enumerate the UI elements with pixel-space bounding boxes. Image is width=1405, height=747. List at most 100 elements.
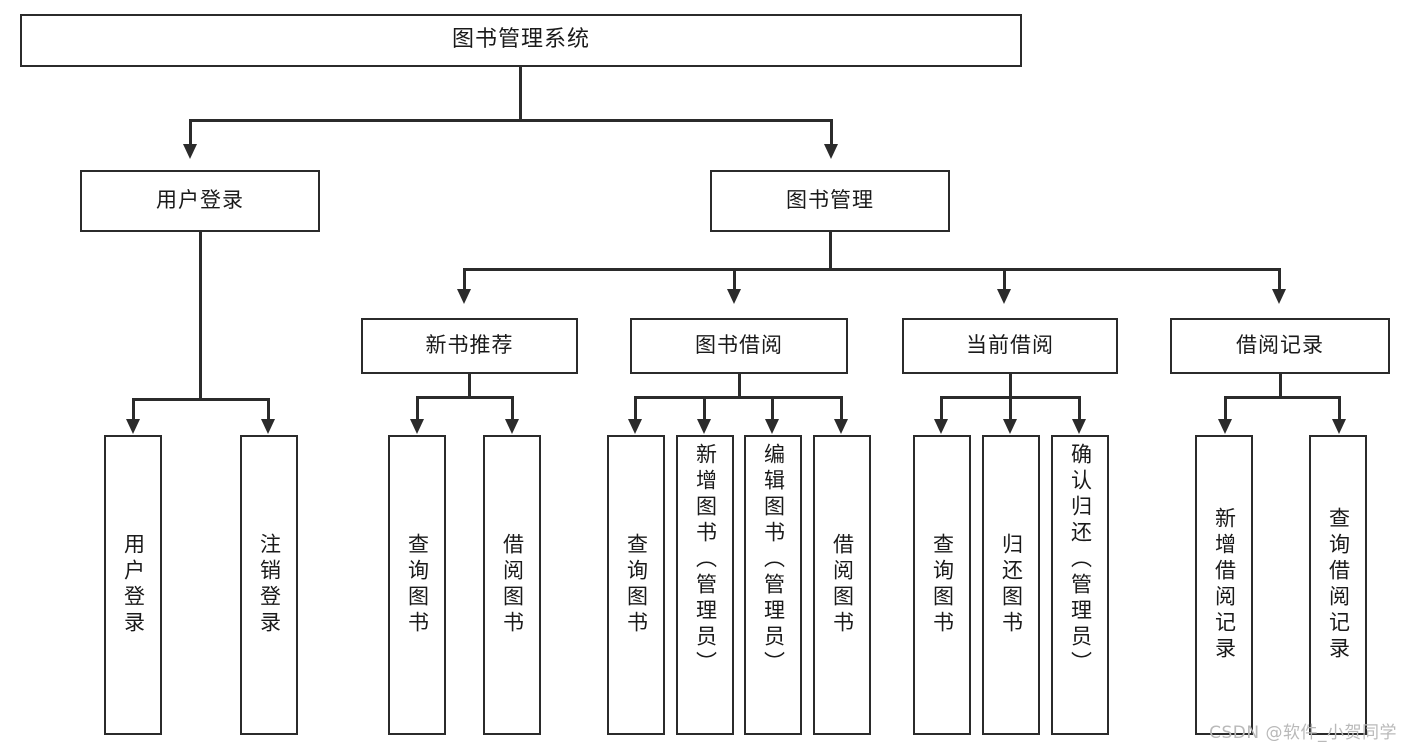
leaf-text-wrap: 归还图书	[984, 437, 1038, 733]
arrow-user-login	[183, 144, 197, 159]
leaf-query-borrow-record[interactable]: 查询借阅记录	[1309, 435, 1367, 735]
connector-to-new-book	[463, 268, 466, 290]
leaf-query-book-current[interactable]: 查询图书	[913, 435, 971, 735]
leaf-label: 确认归还（管理员）	[1068, 443, 1093, 677]
node-root-book-management-system[interactable]: 图书管理系统	[20, 14, 1022, 67]
leaf-label: 新增借阅记录	[1212, 507, 1237, 663]
leaf-label: 借阅图书	[830, 533, 855, 637]
connector-book-borrow-leaf2	[703, 396, 706, 420]
arrow-book-borrow	[727, 289, 741, 304]
arrow-borrow-record	[1272, 289, 1286, 304]
leaf-label: 查询图书	[624, 533, 649, 637]
arrow-current-borrow	[997, 289, 1011, 304]
node-current-borrow[interactable]: 当前借阅	[902, 318, 1118, 374]
leaf-label: 借阅图书	[500, 533, 525, 637]
connector-book-borrow-down	[738, 374, 741, 398]
arrow-leaf-borrow-book-2	[834, 419, 848, 434]
arrow-leaf-borrow-book-1	[505, 419, 519, 434]
leaf-borrow-book-new[interactable]: 借阅图书	[483, 435, 541, 735]
arrow-leaf-edit-book	[765, 419, 779, 434]
connector-borrow-record-down	[1279, 374, 1282, 398]
leaf-label: 查询借阅记录	[1326, 507, 1351, 663]
connector-book-borrow-leaf1	[634, 396, 637, 420]
node-label: 新书推荐	[425, 333, 514, 358]
connector-to-user-login	[189, 119, 192, 145]
leaf-text-wrap: 借阅图书	[815, 437, 869, 733]
leaf-text-wrap: 用户登录	[106, 437, 160, 733]
arrow-leaf-user-login	[126, 419, 140, 434]
leaf-text-wrap: 编辑图书（管理员）	[746, 437, 800, 739]
node-book-management[interactable]: 图书管理	[710, 170, 950, 232]
arrow-leaf-query-book-2	[628, 419, 642, 434]
leaf-label: 查询图书	[405, 533, 430, 637]
node-user-login[interactable]: 用户登录	[80, 170, 320, 232]
arrow-leaf-query-record	[1332, 419, 1346, 434]
connector-user-login-leaf1	[132, 398, 135, 420]
node-label: 图书借阅	[695, 333, 783, 358]
connector-to-book-borrow	[733, 268, 736, 290]
arrow-leaf-add-book	[697, 419, 711, 434]
leaf-text-wrap: 查询图书	[390, 437, 444, 733]
arrow-leaf-query-book-1	[410, 419, 424, 434]
connector-book-borrow-bus	[634, 396, 842, 399]
connector-current-borrow-leaf2	[1009, 396, 1012, 420]
leaf-text-wrap: 新增借阅记录	[1197, 437, 1251, 733]
leaf-text-wrap: 确认归还（管理员）	[1053, 437, 1107, 739]
connector-level3-bus	[463, 268, 1281, 271]
leaf-text-wrap: 新增图书（管理员）	[678, 437, 732, 739]
leaf-text-wrap: 查询借阅记录	[1311, 437, 1365, 733]
leaf-edit-book-admin[interactable]: 编辑图书（管理员）	[744, 435, 802, 735]
leaf-label: 注销登录	[257, 533, 282, 637]
leaf-confirm-return-admin[interactable]: 确认归还（管理员）	[1051, 435, 1109, 735]
connector-to-current-borrow	[1003, 268, 1006, 290]
arrow-book-management	[824, 144, 838, 159]
leaf-text-wrap: 查询图书	[915, 437, 969, 733]
leaf-add-book-admin[interactable]: 新增图书（管理员）	[676, 435, 734, 735]
leaf-user-login[interactable]: 用户登录	[104, 435, 162, 735]
connector-user-login-bus	[132, 398, 269, 401]
connector-current-borrow-leaf3	[1078, 396, 1081, 420]
connector-to-book-management	[830, 119, 833, 145]
connector-user-login-down	[199, 232, 202, 400]
connector-level2-bus	[189, 119, 832, 122]
arrow-leaf-logout	[261, 419, 275, 434]
leaf-add-borrow-record[interactable]: 新增借阅记录	[1195, 435, 1253, 735]
connector-borrow-record-leaf2	[1338, 396, 1341, 420]
arrow-leaf-confirm-return	[1072, 419, 1086, 434]
leaf-label: 归还图书	[999, 533, 1024, 637]
leaf-query-book-new[interactable]: 查询图书	[388, 435, 446, 735]
connector-to-borrow-record	[1278, 268, 1281, 290]
node-book-borrow[interactable]: 图书借阅	[630, 318, 848, 374]
connector-new-book-bus	[416, 396, 513, 399]
connector-borrow-record-leaf1	[1224, 396, 1227, 420]
arrow-leaf-add-record	[1218, 419, 1232, 434]
connector-book-borrow-leaf4	[840, 396, 843, 420]
connector-borrow-record-bus	[1224, 396, 1340, 399]
leaf-return-book[interactable]: 归还图书	[982, 435, 1040, 735]
connector-new-book-down	[468, 374, 471, 398]
node-new-book-recommend[interactable]: 新书推荐	[361, 318, 578, 374]
node-label: 借阅记录	[1236, 333, 1324, 358]
node-label: 用户登录	[156, 188, 244, 213]
connector-book-management-down	[829, 232, 832, 270]
leaf-text-wrap: 借阅图书	[485, 437, 539, 733]
arrow-new-book	[457, 289, 471, 304]
leaf-query-book-borrow[interactable]: 查询图书	[607, 435, 665, 735]
arrow-leaf-return-book	[1003, 419, 1017, 434]
leaf-logout[interactable]: 注销登录	[240, 435, 298, 735]
connector-current-borrow-leaf1	[940, 396, 943, 420]
node-label: 图书管理	[786, 188, 874, 213]
connector-user-login-leaf2	[267, 398, 270, 420]
connector-new-book-leaf1	[416, 396, 419, 420]
leaf-borrow-book-borrow[interactable]: 借阅图书	[813, 435, 871, 735]
node-label: 当前借阅	[966, 333, 1054, 358]
leaf-text-wrap: 注销登录	[242, 437, 296, 733]
node-label: 图书管理系统	[451, 27, 590, 53]
arrow-leaf-query-book-3	[934, 419, 948, 434]
connector-new-book-leaf2	[511, 396, 514, 420]
connector-book-borrow-leaf3	[771, 396, 774, 420]
leaf-label: 编辑图书（管理员）	[761, 443, 786, 677]
node-borrow-record[interactable]: 借阅记录	[1170, 318, 1390, 374]
leaf-label: 新增图书（管理员）	[693, 443, 718, 677]
